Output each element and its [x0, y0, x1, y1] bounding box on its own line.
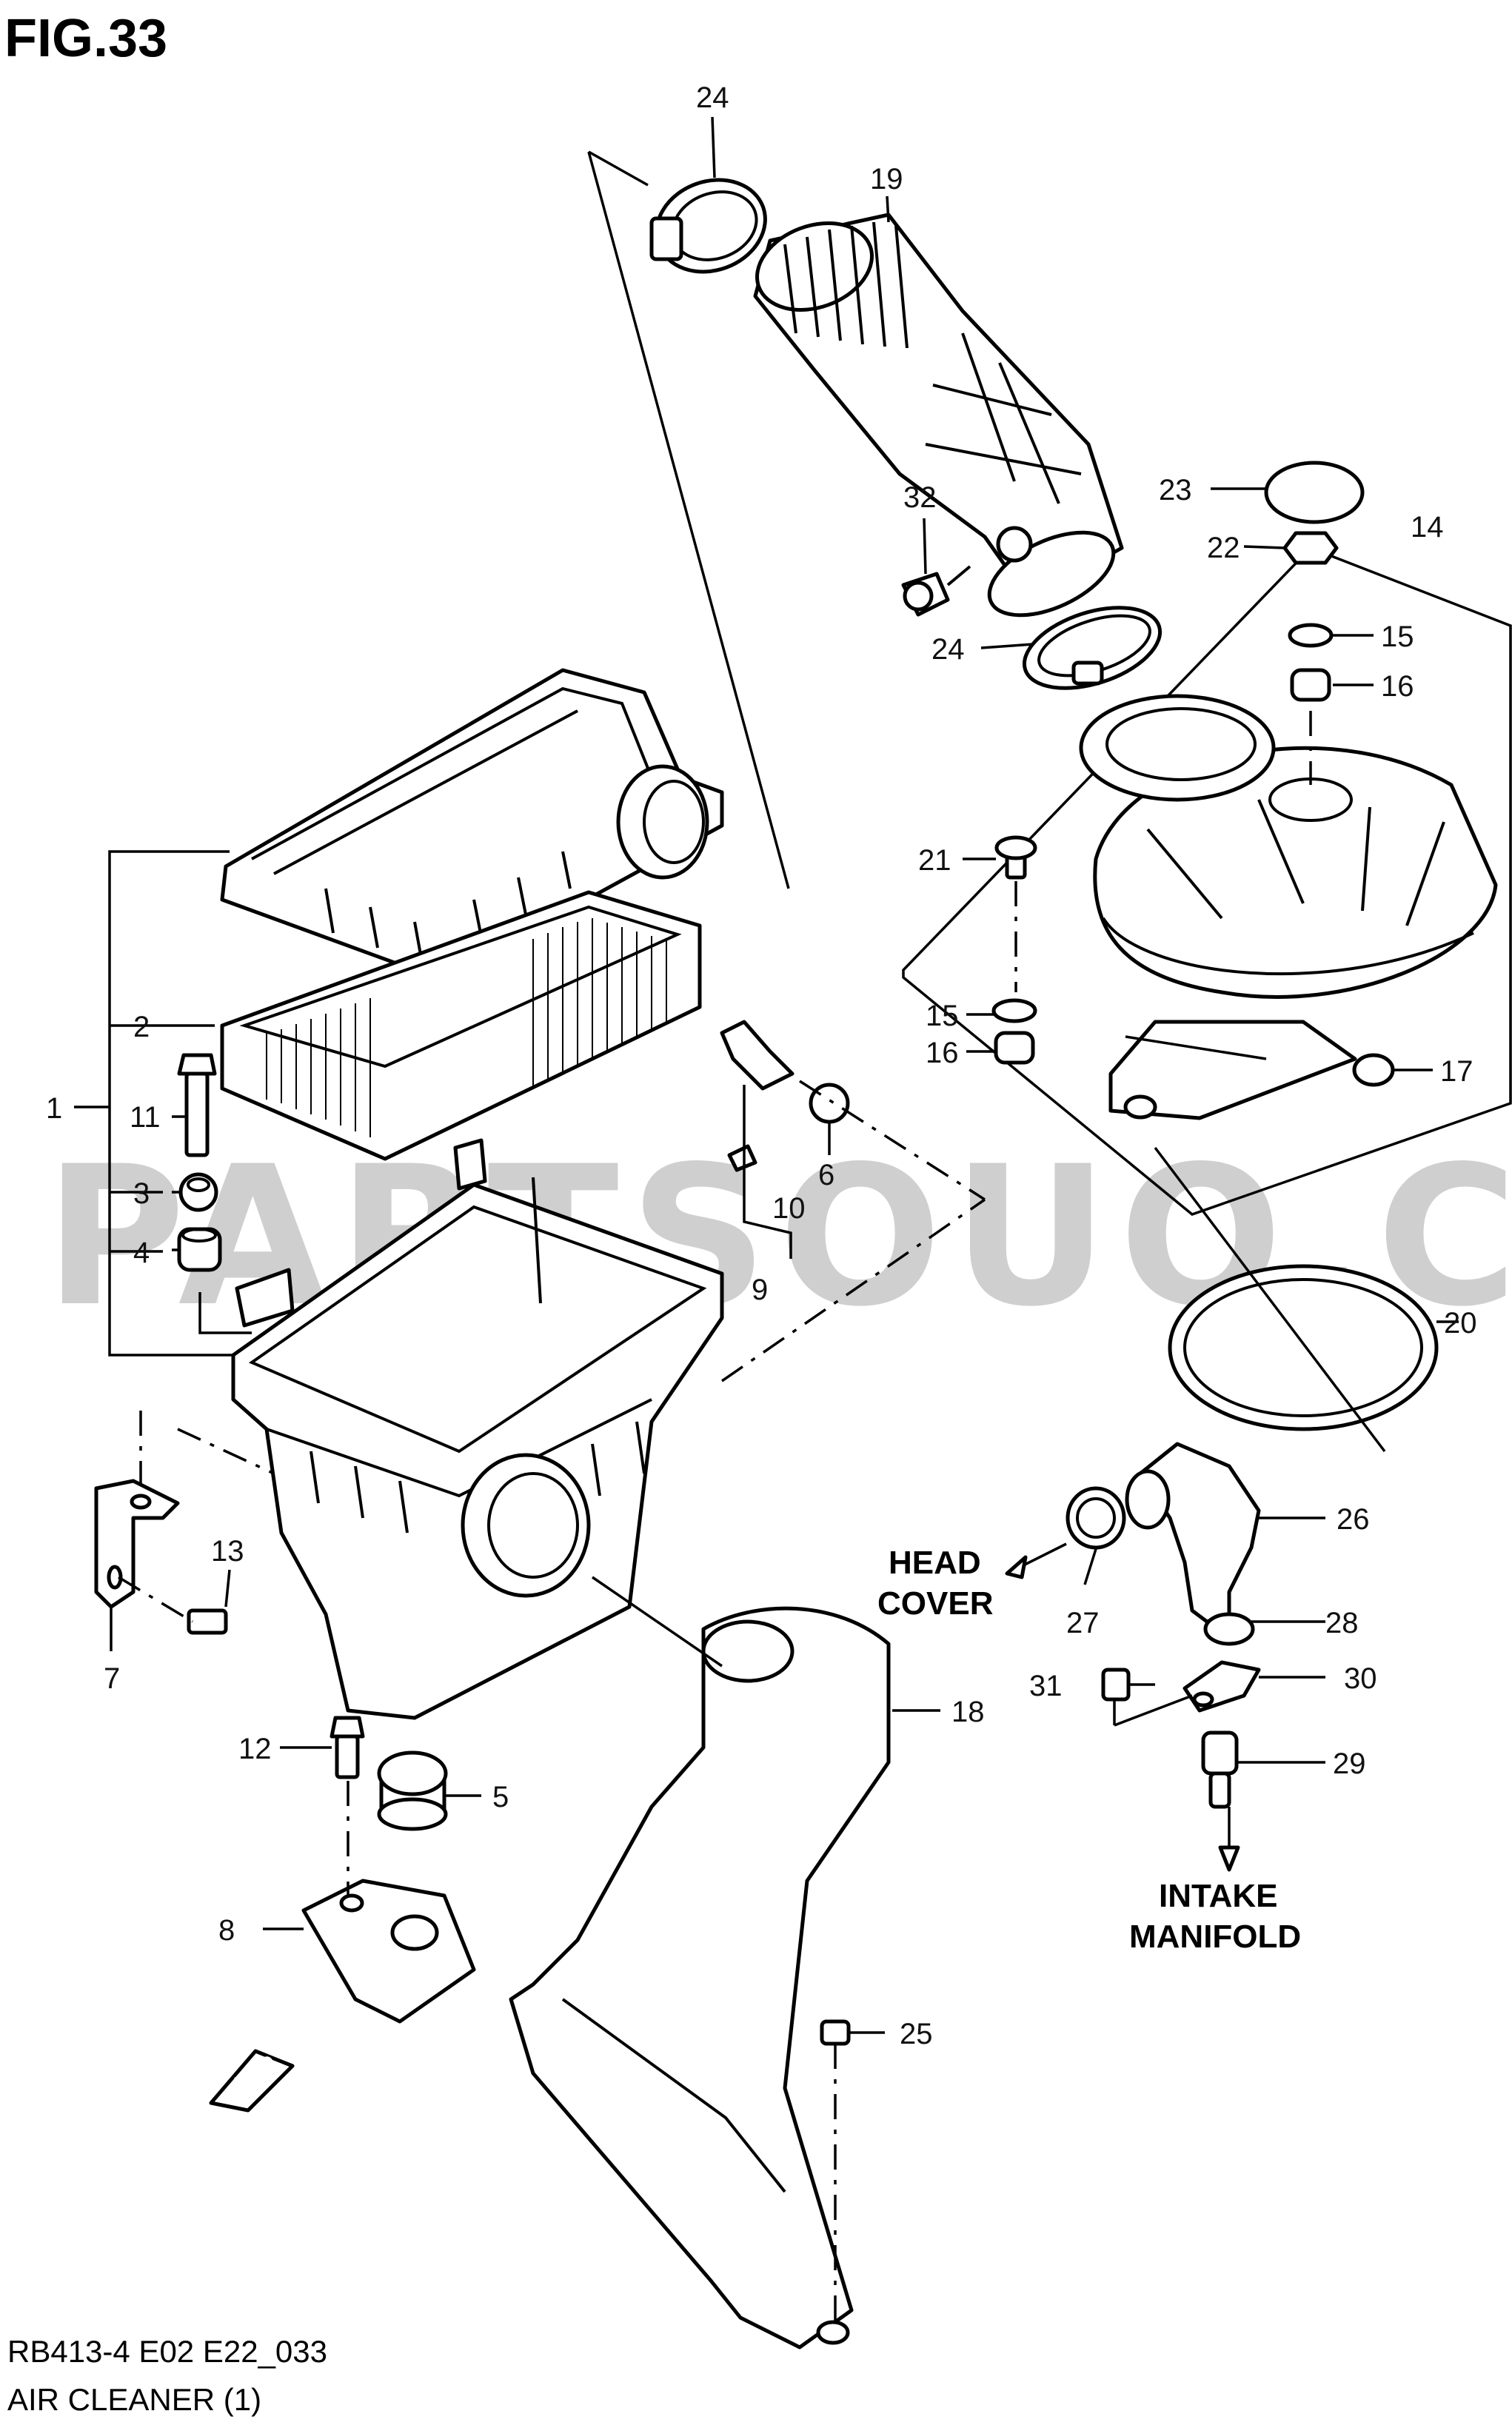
bracket-8	[301, 1879, 476, 2024]
callout-9: 9	[752, 1274, 768, 1306]
bolt-25	[820, 2019, 851, 2325]
bolt-13	[187, 1569, 231, 1635]
air-cleaner-case	[231, 1138, 724, 1720]
hose-clamp-24-upper	[649, 178, 767, 274]
callout-14: 14	[1411, 511, 1444, 544]
callout-leaders	[172, 116, 1459, 2034]
hose-clamp-24-lower	[1022, 606, 1163, 690]
callout-27: 27	[1066, 1607, 1100, 1639]
callout-16a: 16	[1381, 670, 1414, 703]
callout-17: 17	[1440, 1055, 1473, 1088]
callout-20: 20	[1444, 1307, 1477, 1340]
callout-2: 2	[133, 1011, 150, 1043]
grommet-3	[178, 1172, 218, 1212]
note-intake-manifold: INTAKE MANIFOLD	[1129, 1878, 1301, 1955]
breather-hose-26	[1125, 1442, 1261, 1624]
callout-24a: 24	[696, 81, 729, 114]
grommet-16-upper	[1290, 668, 1331, 702]
footer-code: RB413-4 E02 E22_033	[7, 2334, 327, 2369]
callout-28: 28	[1325, 1607, 1359, 1639]
callout-3: 3	[133, 1177, 150, 1210]
callout-32: 32	[903, 481, 937, 514]
callout-12: 12	[238, 1733, 272, 1765]
bolt-31	[1101, 1668, 1131, 1702]
nut-22	[1282, 531, 1339, 565]
plug-23	[1264, 461, 1365, 524]
bracket-30	[1182, 1660, 1261, 1713]
callout-30: 30	[1344, 1662, 1377, 1695]
callout-numbers: 1 2 3 4 5 6 7 8 9 10 11 12 13 14 15 15 1…	[46, 81, 1477, 2050]
callout-4: 4	[133, 1237, 150, 1269]
callout-10: 10	[772, 1192, 806, 1225]
callout-29: 29	[1333, 1748, 1366, 1780]
callout-6: 6	[818, 1159, 834, 1191]
grommet-17	[1352, 1053, 1395, 1087]
figure-title: FIG.33	[4, 9, 167, 68]
callout-24b: 24	[931, 633, 965, 666]
callout-8: 8	[218, 1914, 235, 1947]
bolt-21	[994, 835, 1037, 880]
grommet-4	[177, 1227, 222, 1272]
callout-16b: 16	[926, 1037, 959, 1069]
resonator-bracket-14	[902, 546, 1512, 1216]
grommet-15-lower	[991, 998, 1037, 1023]
note-head-cover: HEAD COVER	[877, 1545, 993, 1622]
callout-7: 7	[104, 1662, 120, 1695]
grommet-15-upper	[1288, 623, 1334, 648]
callout-26: 26	[1337, 1503, 1370, 1536]
inlet-duct-18	[509, 1606, 891, 2350]
callout-18: 18	[951, 1696, 985, 1728]
callout-13: 13	[211, 1535, 244, 1568]
sensor-32	[901, 565, 971, 617]
resonator	[1079, 694, 1498, 1120]
damper-5	[377, 1750, 448, 1831]
svg-text:HEAD: HEAD	[889, 1545, 981, 1581]
svg-text:INTAKE: INTAKE	[1159, 1878, 1278, 1914]
callout-15a: 15	[1381, 621, 1414, 653]
callout-22: 22	[1207, 532, 1240, 564]
callout-15b: 15	[926, 1000, 959, 1032]
clip-28	[1203, 1612, 1255, 1646]
bolt-11	[172, 1053, 217, 1157]
intake-hose	[753, 213, 1124, 618]
callout-11: 11	[130, 1101, 161, 1134]
callout-21: 21	[918, 844, 951, 877]
hose-leader	[587, 151, 790, 889]
callout-1: 1	[46, 1092, 62, 1125]
svg-text:MANIFOLD: MANIFOLD	[1129, 1919, 1301, 1955]
fwd-arrow: FWD	[209, 2049, 295, 2113]
clip-27	[1066, 1486, 1126, 1550]
fitting-29	[1201, 1730, 1239, 1809]
callout-23: 23	[1159, 474, 1192, 506]
filter-element	[220, 890, 702, 1161]
air-cleaner-cover	[220, 668, 724, 980]
gasket-20	[1168, 1264, 1439, 1431]
bracket-7	[94, 1479, 180, 1651]
callout-19: 19	[870, 163, 903, 195]
footer-name: AIR CLEANER (1)	[7, 2382, 261, 2417]
callout-5: 5	[492, 1781, 509, 1813]
callout-25: 25	[900, 2018, 933, 2050]
grommet-16-lower	[994, 1031, 1035, 1065]
svg-text:COVER: COVER	[877, 1585, 993, 1622]
callout-31: 31	[1029, 1670, 1063, 1702]
group-bracket-1	[74, 850, 252, 1357]
bolt-12	[330, 1716, 365, 1779]
